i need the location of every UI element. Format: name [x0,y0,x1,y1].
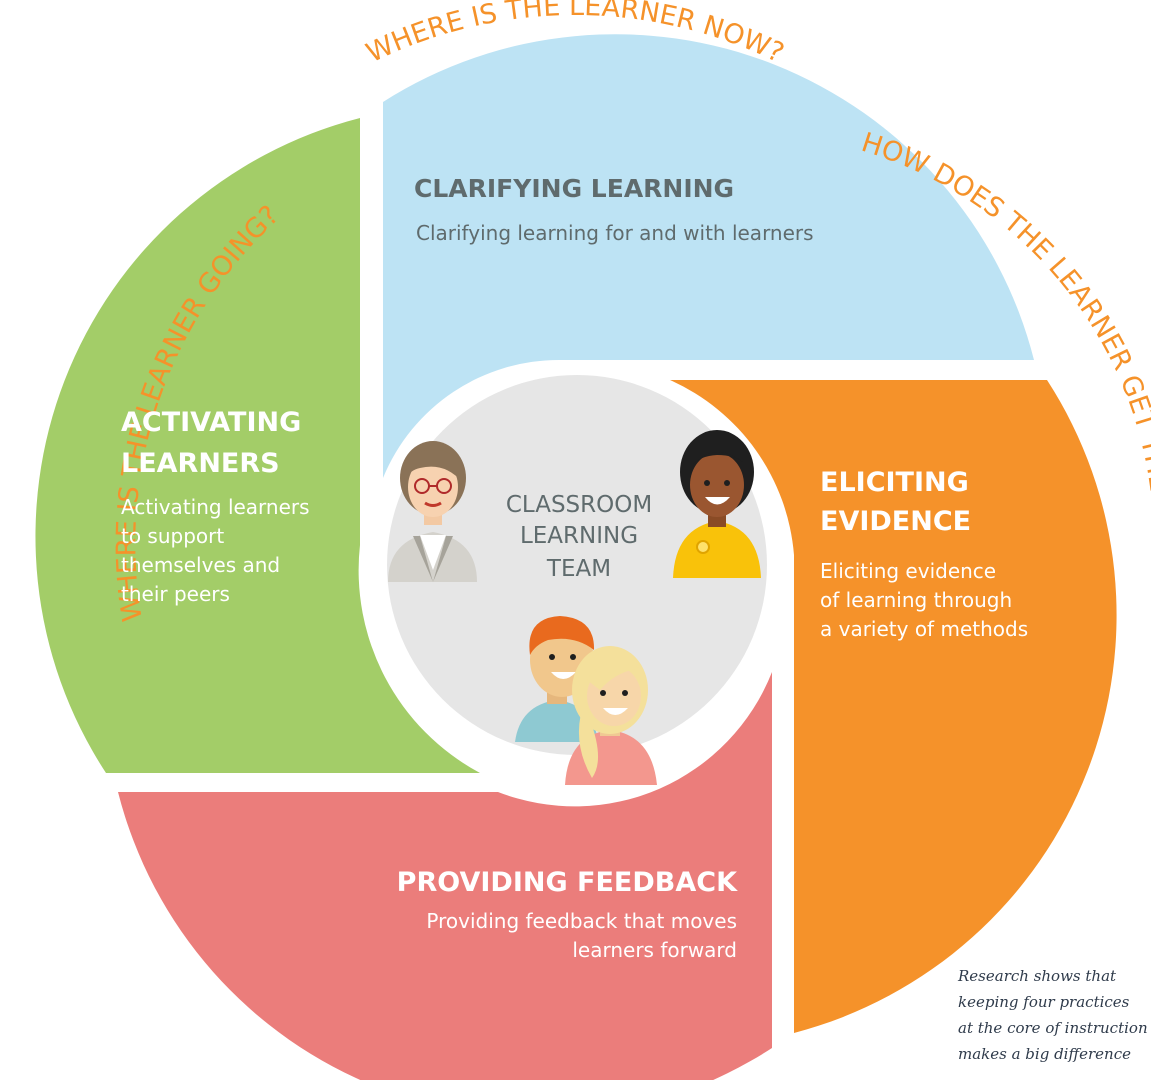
center-label-line-2: LEARNING [520,523,638,549]
providing-feedback-segment [118,672,772,1080]
eliciting-body-line-2: of learning through [820,588,1012,612]
center-label-line-3: TEAM [546,556,611,582]
activating-title-line-1: ACTIVATING [121,407,301,438]
classroom-learning-team-circle [387,375,767,755]
activating-body-line-4: their peers [121,582,230,606]
providing-body-line-1: Providing feedback that moves [426,909,737,933]
providing-body-line-2: learners forward [572,938,737,962]
research-note-line-1: Research shows that [957,967,1117,985]
eliciting-title-line-1: ELICITING [820,467,969,498]
clarifying-learning-segment [383,34,1034,478]
center-label-line-1: CLASSROOM [506,492,652,518]
research-note-line-2: keeping four practices [958,993,1130,1011]
student-girl-avatar [673,430,761,578]
clarifying-body: Clarifying learning for and with learner… [416,221,814,245]
activating-body-line-1: Activating learners [121,495,310,519]
teacher-avatar [388,441,477,582]
activating-body-line-3: themselves and [121,553,280,577]
student-blonde-girl-avatar [565,646,657,785]
activating-learners-segment [35,118,480,773]
providing-title: PROVIDING FEEDBACK [397,867,738,898]
clarifying-title: CLARIFYING LEARNING [414,174,734,203]
eliciting-body-line-3: a variety of methods [820,617,1028,641]
eliciting-body-line-1: Eliciting evidence [820,559,996,583]
eliciting-title-line-2: EVIDENCE [820,506,971,537]
research-note-line-3: at the core of instruction [958,1019,1148,1037]
research-note-line-4: makes a big difference [958,1045,1131,1063]
activating-body-line-2: to support [121,524,224,548]
eliciting-evidence-segment [670,380,1117,1033]
activating-title-line-2: LEARNERS [121,448,280,479]
